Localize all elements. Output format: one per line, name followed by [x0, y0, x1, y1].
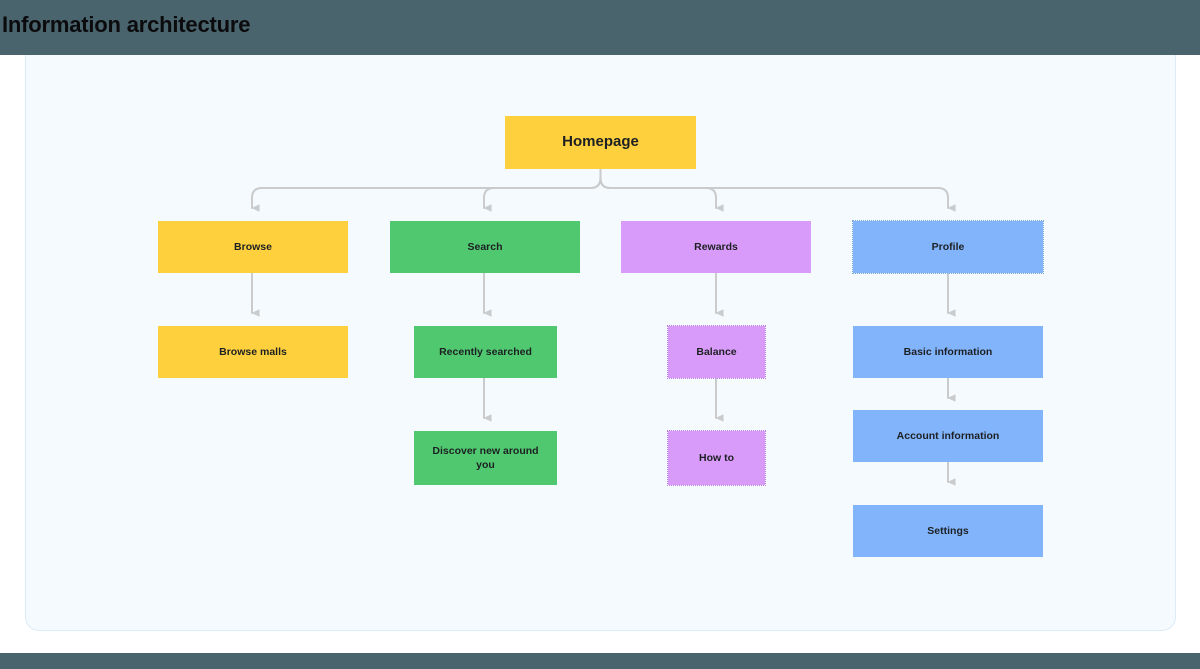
node-browse-malls[interactable]: Browse malls [158, 326, 348, 378]
node-basic-information[interactable]: Basic information [853, 326, 1043, 378]
connector-layer [251, 168, 956, 486]
node-settings[interactable]: Settings [853, 505, 1043, 557]
node-search[interactable]: Search [390, 221, 580, 273]
node-rewards[interactable]: Rewards [621, 221, 811, 273]
edge-homepage-profile [599, 168, 956, 212]
bottom-bar [0, 653, 1200, 669]
title-bar: Information architecture [0, 0, 1200, 55]
page-title: Information architecture [2, 12, 251, 37]
node-balance[interactable]: Balance [667, 325, 766, 379]
edge-homepage-search [483, 168, 602, 212]
node-homepage[interactable]: Homepage [505, 116, 696, 169]
node-account-information[interactable]: Account information [853, 410, 1043, 462]
node-recently-searched[interactable]: Recently searched [414, 326, 557, 378]
node-profile[interactable]: Profile [852, 220, 1044, 274]
diagram-canvas[interactable]: Homepage Browse Search Rewards Profile B… [25, 55, 1176, 631]
node-discover-new-around-you[interactable]: Discover new around you [414, 431, 557, 485]
node-browse[interactable]: Browse [158, 221, 348, 273]
node-how-to[interactable]: How to [667, 430, 766, 486]
